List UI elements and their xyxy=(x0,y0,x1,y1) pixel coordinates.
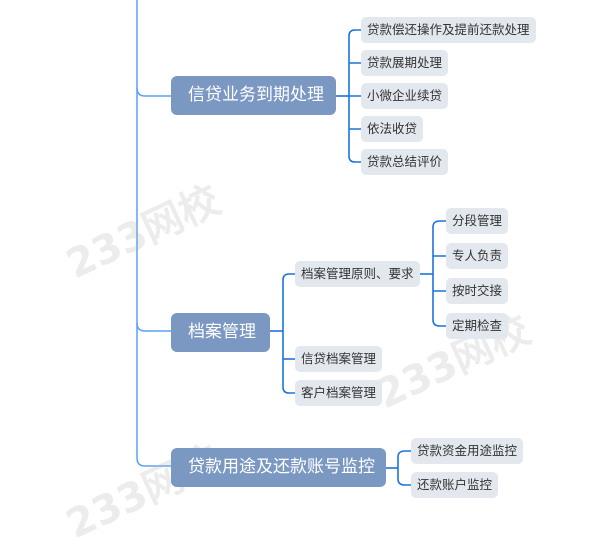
trunk-line xyxy=(136,0,171,467)
node-dedicated-person[interactable]: 专人负责 xyxy=(446,243,509,269)
node-credit-archive[interactable]: 信贷档案管理 xyxy=(295,346,383,372)
node-loan-summary-evaluation[interactable]: 贷款总结评价 xyxy=(361,149,449,175)
node-loan-extension[interactable]: 贷款展期处理 xyxy=(361,50,449,76)
node-loan-usage-monitoring[interactable]: 贷款用途及还款账号监控 xyxy=(171,448,386,487)
node-customer-archive[interactable]: 客户档案管理 xyxy=(295,380,383,406)
node-regular-inspection[interactable]: 定期检查 xyxy=(446,313,509,339)
node-archive-principles[interactable]: 档案管理原则、要求 xyxy=(295,261,420,287)
node-segmented-management[interactable]: 分段管理 xyxy=(446,208,509,234)
node-repayment-account-monitoring[interactable]: 还款账户监控 xyxy=(411,472,499,498)
node-legal-collection[interactable]: 依法收贷 xyxy=(361,116,424,142)
node-repayment-and-prepayment[interactable]: 贷款偿还操作及提前还款处理 xyxy=(361,17,536,43)
node-loan-maturity-handling[interactable]: 信贷业务到期处理 xyxy=(171,76,336,115)
node-small-micro-renewal[interactable]: 小微企业续贷 xyxy=(361,83,449,109)
node-archive-management[interactable]: 档案管理 xyxy=(171,313,270,352)
trunk-branch-2 xyxy=(136,322,171,332)
node-fund-usage-monitoring[interactable]: 贷款资金用途监控 xyxy=(411,438,524,464)
trunk-branch-1 xyxy=(136,87,171,97)
connector-lines xyxy=(136,0,446,486)
node-timely-handover[interactable]: 按时交接 xyxy=(446,278,509,304)
